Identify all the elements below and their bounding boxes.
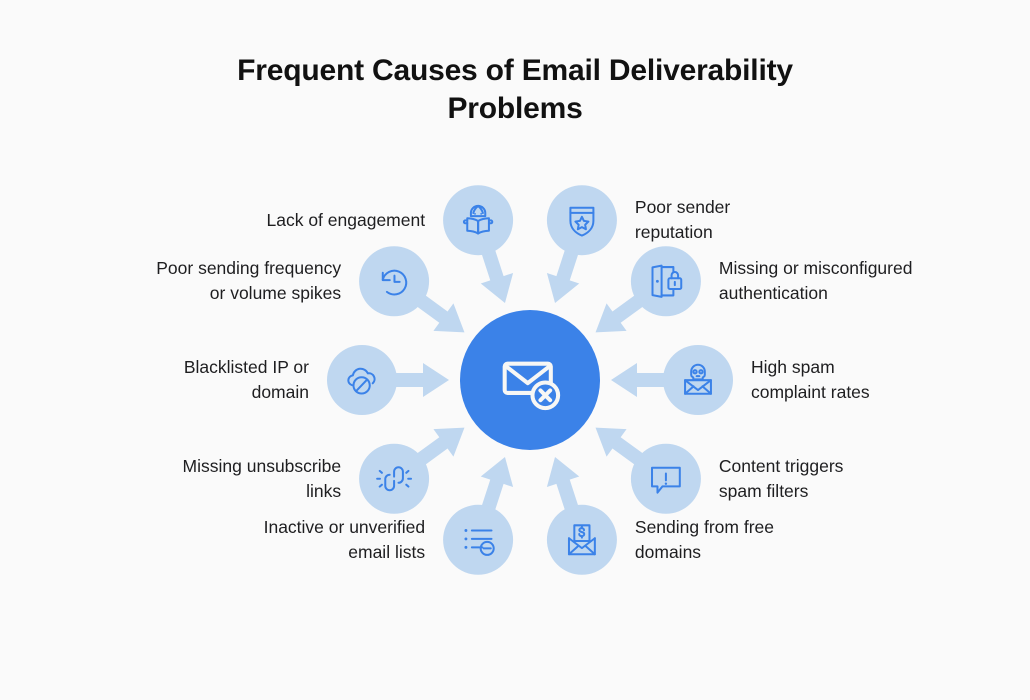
node-label-high-spam-complaints: High spam complaint rates	[751, 357, 870, 402]
node-circle	[546, 185, 617, 256]
node-layer	[327, 185, 733, 575]
node-label-sending-free-domains: Sending from free domains	[634, 516, 775, 562]
node-circle	[546, 504, 617, 575]
node-lack-of-engagement[interactable]	[443, 185, 514, 256]
arrow-layer	[393, 247, 667, 513]
arrow-to-hub-inactive-email-lists	[480, 457, 514, 513]
hub-node	[460, 310, 600, 450]
node-label-missing-unsubscribe: Missing unsubscribe links	[182, 455, 342, 501]
node-poor-sender-reputation[interactable]	[546, 185, 617, 256]
node-circle	[359, 443, 430, 514]
node-label-blacklisted-ip-domain: Blacklisted IP or domain	[183, 357, 309, 402]
arrow-to-hub-lack-of-engagement	[480, 247, 514, 303]
node-missing-authentication[interactable]	[630, 246, 701, 317]
node-blacklisted-ip-domain[interactable]	[327, 345, 397, 415]
node-missing-unsubscribe[interactable]	[359, 443, 430, 514]
node-label-content-triggers-spam: Content triggers spam filters	[718, 455, 844, 501]
arrow-to-hub-missing-unsubscribe	[415, 427, 465, 467]
node-label-poor-sender-reputation: Poor sender reputation	[634, 197, 731, 243]
node-high-spam-complaints[interactable]	[663, 345, 733, 415]
node-content-triggers-spam[interactable]	[630, 443, 701, 514]
page-title: Frequent Causes of Email Deliverability …	[237, 54, 793, 126]
node-label-inactive-email-lists: Inactive or unverified email lists	[263, 516, 426, 562]
node-label-lack-of-engagement: Lack of engagement	[266, 209, 426, 230]
arrow-to-hub-high-spam-complaints	[611, 363, 667, 397]
arrow-to-hub-sending-free-domains	[546, 457, 580, 513]
arrow-to-hub-content-triggers-spam	[595, 427, 645, 467]
node-label-missing-authentication: Missing or misconfigured authentication	[718, 258, 913, 304]
node-sending-free-domains[interactable]	[546, 504, 617, 575]
node-circle	[630, 246, 701, 317]
arrow-to-hub-missing-authentication	[595, 293, 645, 333]
node-label-poor-sending-frequency: Poor sending frequency or volume spikes	[156, 258, 342, 304]
arrow-to-hub-blacklisted-ip-domain	[393, 363, 449, 397]
node-poor-sending-frequency[interactable]	[359, 246, 430, 317]
arrow-to-hub-poor-sender-reputation	[546, 247, 580, 303]
node-inactive-email-lists[interactable]	[443, 504, 514, 575]
node-circle	[327, 345, 397, 415]
arrow-to-hub-poor-sending-frequency	[415, 293, 465, 333]
